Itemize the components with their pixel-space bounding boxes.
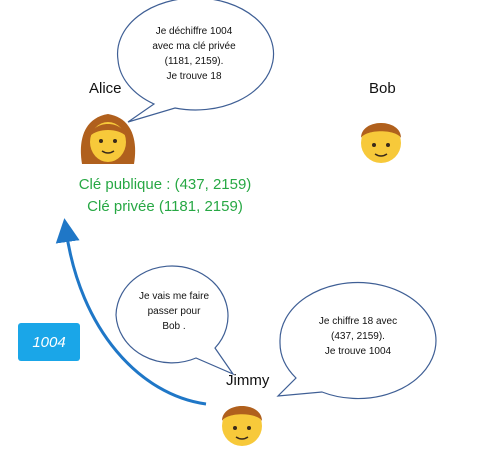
bob-name: Bob (369, 80, 396, 97)
alice-bubble-text: Je déchiffre 1004 avec ma clé privée (11… (128, 24, 260, 84)
alice-bubble-line: avec ma clé privée (152, 41, 236, 52)
alice-bubble-line: Je déchiffre 1004 (155, 26, 233, 37)
alice-speech-bubble (116, 0, 275, 123)
jimmy-speech-line: Je chiffre 18 avec (318, 316, 398, 327)
private-key-label: Clé privée (1181, 2159) (87, 198, 243, 215)
alice-bubble-line: (1181, 2159). (164, 56, 224, 67)
alice-name: Alice (89, 80, 122, 97)
jimmy-speech-bubble (276, 281, 437, 400)
jimmy-name: Jimmy (226, 372, 270, 389)
public-key-label: Clé publique : (437, 2159) (78, 176, 252, 193)
alice-bubble-line: Je trouve 18 (166, 71, 222, 82)
jimmy-thought-line: Je vais me faire (138, 291, 210, 302)
alice-keys: Clé publique : (437, 2159) Clé privée (1… (60, 174, 270, 218)
jimmy-thought-line: Bob . (162, 321, 186, 332)
jimmy-thought-line: passer pour (147, 306, 201, 317)
jimmy-thought-text: Je vais me faire passer pour Bob . (128, 289, 220, 334)
bob-man-face-icon (361, 123, 401, 163)
jimmy-thought-bubble (115, 265, 235, 376)
jimmy-man-face-icon (222, 406, 262, 446)
jimmy-speech-line: (437, 2159). (331, 331, 385, 342)
jimmy-speech-text: Je chiffre 18 avec (437, 2159). Je trouv… (296, 314, 420, 359)
jimmy-speech-line: Je trouve 1004 (324, 346, 392, 357)
alice-woman-face-icon (80, 114, 136, 164)
message-badge: 1004 (18, 323, 80, 361)
message-arrow (55, 218, 207, 406)
